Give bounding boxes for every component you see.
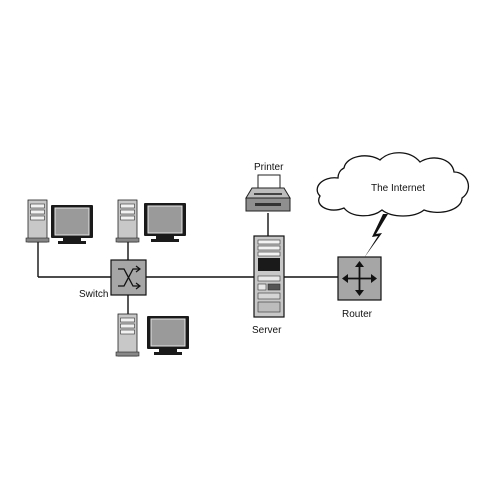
router-icon — [337, 256, 382, 301]
internet-cloud: The Internet — [316, 152, 470, 217]
computer-2 — [115, 199, 186, 243]
switch-label: Switch — [79, 289, 108, 300]
computer-3 — [115, 313, 189, 357]
cloud-icon — [316, 152, 470, 217]
internet-label: The Internet — [371, 183, 425, 194]
desktop-computer-icon — [115, 199, 186, 243]
server-tower-icon — [253, 235, 285, 318]
router-label: Router — [342, 309, 373, 320]
router-node: Router — [337, 256, 382, 320]
printer-label: Printer — [254, 162, 284, 173]
desktop-computer-icon — [25, 199, 93, 244]
server-label: Server — [252, 325, 282, 336]
computer-1 — [25, 199, 93, 244]
printer-node: Printer — [245, 162, 291, 212]
printer-icon — [245, 174, 291, 212]
lightning-bolt-icon — [364, 214, 388, 258]
switch-icon — [110, 259, 147, 296]
server-node: Server — [252, 235, 285, 336]
switch-node: Switch — [79, 259, 147, 300]
desktop-computer-icon — [115, 313, 189, 357]
connections — [37, 213, 338, 314]
